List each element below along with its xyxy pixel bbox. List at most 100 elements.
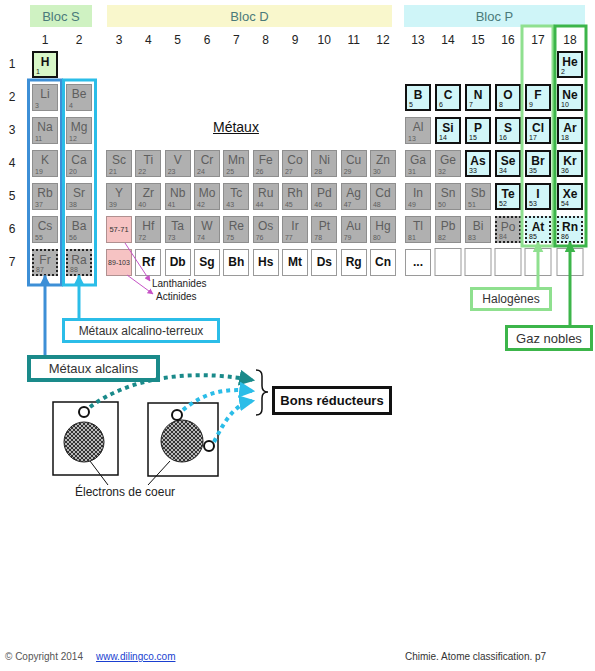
element-cell: Rb37	[32, 183, 58, 210]
atomic-number: 38	[69, 201, 77, 208]
group-outline	[522, 26, 553, 246]
period-number: 3	[9, 124, 16, 136]
element-symbol: Cs	[33, 220, 57, 232]
atomic-number: 21	[109, 168, 117, 175]
element-cell: Re75	[223, 216, 249, 243]
element-cell: C6	[435, 84, 461, 111]
atomic-number: 10	[561, 101, 569, 108]
element-symbol: Rn	[559, 221, 581, 233]
element-cell: Sb51	[465, 183, 491, 210]
group-label-box: Halogènes	[470, 287, 552, 311]
element-cell: Be4	[66, 84, 92, 111]
leader-line	[90, 461, 108, 485]
element-cell: Rg	[341, 249, 367, 276]
group-number: 4	[145, 34, 152, 46]
element-symbol: I	[527, 188, 549, 200]
element-symbol: Hg	[371, 220, 395, 232]
element-cell: H1	[32, 51, 58, 78]
element-symbol: Ti	[136, 154, 160, 166]
atomic-number: 18	[561, 134, 569, 141]
element-cell: Os76	[253, 216, 279, 243]
valence-electron	[79, 407, 89, 417]
element-symbol: 57-71	[107, 226, 131, 234]
element-symbol: Ge	[436, 154, 460, 166]
atomic-number: 35	[529, 167, 537, 174]
element-symbol: Mo	[195, 187, 219, 199]
atomic-number: 1	[36, 68, 40, 75]
atomic-number: 31	[408, 168, 416, 175]
element-symbol: He	[559, 56, 581, 68]
atomic-number: 15	[469, 134, 477, 141]
leader-line	[127, 275, 153, 294]
element-cell: Ni28	[311, 150, 337, 177]
element-symbol: Zr	[136, 187, 160, 199]
element-symbol: Ru	[254, 187, 278, 199]
atomic-number: 56	[69, 234, 77, 241]
element-symbol: Ne	[559, 89, 581, 101]
element-cell: Rn86	[557, 216, 583, 243]
empty-cell	[495, 249, 521, 276]
atomic-number: 77	[285, 234, 293, 241]
atomic-number: 33	[469, 167, 477, 174]
group-number: 10	[318, 34, 331, 46]
atomic-number: 7	[469, 101, 473, 108]
element-cell: Ne10	[557, 84, 583, 111]
connector-arrow	[44, 276, 47, 356]
element-cell: Ga31	[405, 150, 431, 177]
element-cell: I53	[525, 183, 551, 210]
element-cell: Au79	[341, 216, 367, 243]
atomic-number: 36	[561, 167, 569, 174]
atomic-number: 14	[439, 134, 447, 141]
element-cell: ...	[405, 249, 431, 276]
element-symbol: Cr	[195, 154, 219, 166]
element-symbol: N	[467, 89, 489, 101]
page-reference: Chimie. Atome classification. p7	[405, 652, 546, 662]
group-number: 12	[376, 34, 389, 46]
element-symbol: Tc	[224, 187, 248, 199]
group-number: 2	[76, 34, 83, 46]
atomic-number: 19	[35, 168, 43, 175]
element-symbol: Bh	[224, 256, 248, 268]
group-number: 9	[292, 34, 299, 46]
atomic-number: 54	[561, 200, 569, 207]
element-cell: Sc21	[106, 150, 132, 177]
element-symbol: Cl	[527, 122, 549, 134]
element-cell: Li3	[32, 84, 58, 111]
atomic-number: 48	[373, 201, 381, 208]
atomic-number: 53	[529, 200, 537, 207]
element-cell: Mg12	[66, 117, 92, 144]
element-cell: Xe54	[557, 183, 583, 210]
element-symbol: Rb	[33, 187, 57, 199]
element-symbol: Fr	[34, 254, 56, 266]
element-cell: S16	[495, 117, 521, 144]
element-symbol: Pt	[312, 220, 336, 232]
brace	[256, 370, 268, 415]
atomic-number: 11	[35, 135, 42, 142]
element-cell: V23	[165, 150, 191, 177]
element-symbol: Ni	[312, 154, 336, 166]
group-outline	[64, 80, 96, 285]
element-cell: B5	[405, 84, 431, 111]
period-number: 1	[9, 58, 16, 70]
element-cell: Hf72	[135, 216, 161, 243]
element-symbol: Xe	[559, 188, 581, 200]
element-symbol: Au	[342, 220, 366, 232]
element-symbol: Mt	[283, 256, 307, 268]
atomic-number: 85	[529, 233, 537, 240]
copyright-text: © Copyright 2014	[5, 652, 83, 662]
element-symbol: As	[467, 155, 489, 167]
element-cell: Tl81	[405, 216, 431, 243]
atomic-number: 42	[197, 201, 205, 208]
atomic-number: 74	[197, 234, 205, 241]
series-label: Lanthanides	[152, 279, 207, 289]
element-symbol: V	[166, 154, 190, 166]
element-cell: Na11	[32, 117, 58, 144]
atomic-number: 29	[344, 168, 352, 175]
atomic-number: 39	[109, 201, 117, 208]
atomic-number: 81	[408, 234, 416, 241]
element-cell: Ge32	[435, 150, 461, 177]
property-box: Bons réducteurs	[272, 386, 392, 415]
atomic-number: 45	[285, 201, 293, 208]
atomic-number: 8	[499, 101, 503, 108]
element-symbol: Te	[497, 188, 519, 200]
